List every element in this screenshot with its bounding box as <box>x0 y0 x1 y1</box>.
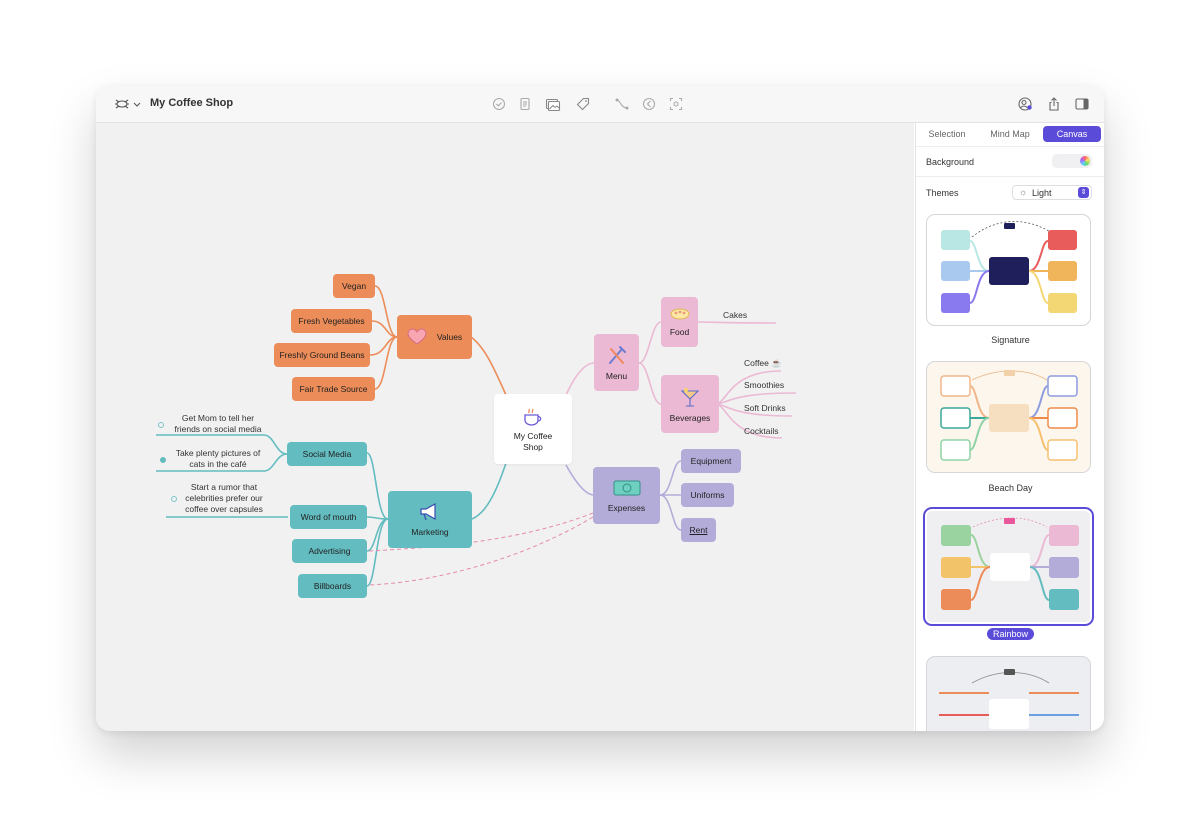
marketing-node[interactable]: Marketing <box>388 491 472 548</box>
image-icon[interactable] <box>545 96 561 112</box>
marketing-child-label: Billboards <box>313 581 352 591</box>
expenses-child-label: Uniforms <box>690 490 725 500</box>
theme-preview-signature <box>941 221 1077 313</box>
marketing-child-label: Advertising <box>308 546 351 556</box>
food-node[interactable]: Food <box>661 297 698 347</box>
values-child-fresh-vegetables[interactable]: Fresh Vegetables <box>291 309 372 333</box>
share-icon[interactable] <box>1046 96 1062 112</box>
themes-label: Themes <box>926 188 959 198</box>
marketing-child-label: Social Media <box>302 449 352 459</box>
tag-icon[interactable] <box>575 96 591 112</box>
values-child-label: Freshly Ground Beans <box>279 350 365 360</box>
connection-icon[interactable] <box>614 96 630 112</box>
values-label: Values <box>436 332 463 342</box>
theme-preview-beach-day <box>940 370 1078 461</box>
themes-select[interactable]: ☼ Light ⇕ <box>1012 185 1092 200</box>
themes-select-value: Light <box>1032 188 1052 198</box>
cocktail-icon <box>680 387 700 407</box>
values-child-vegan[interactable]: Vegan <box>333 274 375 298</box>
expenses-child-uniforms[interactable]: Uniforms <box>681 483 734 507</box>
document-icon[interactable] <box>517 96 533 112</box>
expenses-child-label: Equipment <box>690 456 732 466</box>
mindmap-canvas[interactable]: My Coffee Shop Values Vegan Fresh Vegeta… <box>96 123 914 731</box>
utensils-icon <box>608 346 626 364</box>
expenses-child-label: Rent <box>689 525 708 535</box>
todo-circle-icon[interactable] <box>158 422 164 428</box>
beverages-child-cocktails[interactable]: Cocktails <box>744 426 779 436</box>
marketing-label: Marketing <box>411 527 449 537</box>
theme-preview-more <box>939 669 1079 729</box>
central-topic-line2: Shop <box>523 442 543 452</box>
food-label: Food <box>669 327 690 337</box>
background-color-picker[interactable] <box>1052 154 1092 168</box>
theme-name-rainbow-label: Rainbow <box>986 628 1035 640</box>
todo-checked-icon[interactable] <box>160 457 166 463</box>
cake-icon <box>670 308 689 320</box>
values-child-label: Vegan <box>341 281 367 291</box>
beverages-child-smoothies[interactable]: Smoothies <box>744 380 785 390</box>
mindmap-app-icon[interactable] <box>114 96 142 112</box>
marketing-child-advertising[interactable]: Advertising <box>292 539 367 563</box>
chevron-updown-icon: ⇕ <box>1078 187 1089 198</box>
inspector-panel: Selection Mind Map Canvas Background The… <box>915 123 1104 731</box>
tab-mind-map[interactable]: Mind Map <box>990 129 1030 139</box>
document-title: My Coffee Shop <box>150 97 234 109</box>
megaphone-icon <box>420 502 436 521</box>
values-child-label: Fresh Vegetables <box>298 316 365 326</box>
divider <box>916 146 1104 147</box>
marketing-child-word-of-mouth[interactable]: Word of mouth <box>290 505 367 529</box>
theme-preview-rainbow <box>941 517 1079 610</box>
beverages-child-coffee[interactable]: Coffee ☕ <box>744 358 782 368</box>
theme-card-more[interactable] <box>926 656 1091 731</box>
note-cats[interactable]: Take plenty pictures of cats in the café <box>175 448 261 469</box>
values-child-freshly-ground-beans[interactable]: Freshly Ground Beans <box>274 343 370 367</box>
back-circle-icon[interactable] <box>641 96 657 112</box>
coffee-cup-icon <box>524 408 542 426</box>
theme-card-signature[interactable] <box>926 214 1091 326</box>
marketing-child-label: Word of mouth <box>300 512 357 522</box>
central-topic-line1: My Coffee <box>513 431 553 441</box>
toolbar: My Coffee Shop <box>96 86 1104 123</box>
expenses-child-rent[interactable]: Rent <box>681 518 716 542</box>
sidebar-toggle-icon[interactable] <box>1074 96 1090 112</box>
beverages-child-soft-drinks[interactable]: Soft Drinks <box>744 403 786 413</box>
todo-circle-icon[interactable] <box>171 496 177 502</box>
app-window: My Coffee Shop <box>96 86 1104 731</box>
tab-canvas[interactable]: Canvas <box>1043 126 1101 142</box>
focus-icon[interactable] <box>668 96 684 112</box>
money-icon <box>613 480 640 495</box>
note-mom[interactable]: Get Mom to tell her friends on social me… <box>174 413 262 434</box>
menu-label: Menu <box>605 371 628 381</box>
beverages-label: Beverages <box>669 412 711 423</box>
expenses-label: Expenses <box>607 502 646 513</box>
marketing-child-billboards[interactable]: Billboards <box>298 574 367 598</box>
check-circle-icon[interactable] <box>491 96 507 112</box>
values-node[interactable]: Values <box>397 315 472 359</box>
theme-name-rainbow: Rainbow <box>916 628 1104 640</box>
color-wheel-icon <box>1080 156 1090 166</box>
central-topic[interactable]: My Coffee Shop <box>494 394 572 464</box>
tab-selection[interactable]: Selection <box>928 129 966 139</box>
theme-name-beach-day: Beach Day <box>988 483 1033 493</box>
heart-icon <box>407 328 427 345</box>
expenses-child-equipment[interactable]: Equipment <box>681 449 741 473</box>
theme-name-signature: Signature <box>991 335 1030 345</box>
background-label: Background <box>926 157 975 167</box>
food-child-cakes[interactable]: Cakes <box>723 310 748 320</box>
values-child-fair-trade-source[interactable]: Fair Trade Source <box>292 377 375 401</box>
note-rumor[interactable]: Start a rumor that celebrities prefer ou… <box>185 482 263 514</box>
expenses-node[interactable]: Expenses <box>593 467 660 524</box>
menu-node[interactable]: Menu <box>594 334 639 391</box>
inspector-tabs: Selection Mind Map Canvas <box>916 123 1104 145</box>
beverages-node[interactable]: Beverages <box>661 375 719 433</box>
collaborate-icon[interactable] <box>1017 96 1033 112</box>
theme-card-beach-day[interactable] <box>926 361 1091 473</box>
values-child-label: Fair Trade Source <box>299 384 368 394</box>
marketing-child-social-media[interactable]: Social Media <box>287 442 367 466</box>
sun-icon: ☼ <box>1019 187 1028 197</box>
divider <box>916 176 1104 177</box>
theme-card-rainbow[interactable] <box>923 507 1094 626</box>
